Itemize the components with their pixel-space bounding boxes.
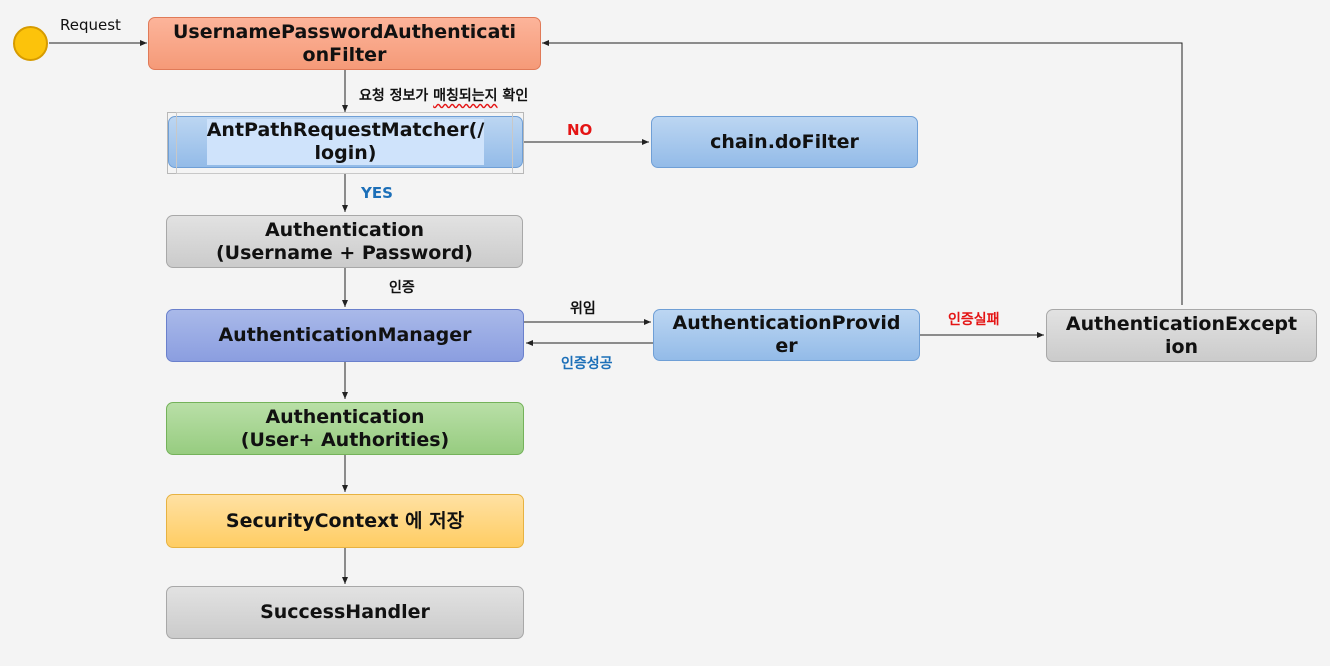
- node-authentication-provider: AuthenticationProvid er: [653, 309, 920, 361]
- edge-label-check: 요청 정보가 매칭되는지 확인: [359, 85, 528, 105]
- edge-label-delegate: 위임: [570, 301, 596, 317]
- node-authentication-unauthenticated: Authentication (Username + Password): [166, 215, 523, 268]
- edge-label-auth-fail: 인증실패: [948, 312, 1000, 328]
- node-ant-path-request-matcher-text: AntPathRequestMatcher(/ login): [206, 119, 485, 165]
- node-security-context: SecurityContext 에 저장: [166, 494, 524, 548]
- edge-label-check-suffix: 확인: [497, 88, 529, 104]
- node-chain-do-filter: chain.doFilter: [651, 116, 918, 168]
- node-ant-path-request-matcher: AntPathRequestMatcher(/ login): [168, 116, 523, 168]
- node-username-password-filter: UsernamePasswordAuthenticati onFilter: [148, 17, 541, 70]
- edge-label-check-prefix: 요청 정보가: [359, 88, 434, 104]
- edge-label-no: NO: [567, 121, 593, 139]
- start-circle: [13, 26, 48, 61]
- node-authentication-authenticated: Authentication (User+ Authorities): [166, 402, 524, 455]
- edge-label-authenticate: 인증: [389, 280, 415, 296]
- node-authentication-exception: AuthenticationExcept ion: [1046, 309, 1317, 362]
- edge-label-auth-success: 인증성공: [561, 356, 613, 372]
- node-success-handler: SuccessHandler: [166, 586, 524, 639]
- edge-label-check-squiggle: 매칭되는지: [433, 88, 498, 104]
- edge-exception-to-filter: [542, 40, 1183, 305]
- node-authentication-manager: AuthenticationManager: [166, 309, 524, 362]
- request-label: Request: [60, 16, 121, 34]
- edge-label-yes: YES: [361, 184, 393, 202]
